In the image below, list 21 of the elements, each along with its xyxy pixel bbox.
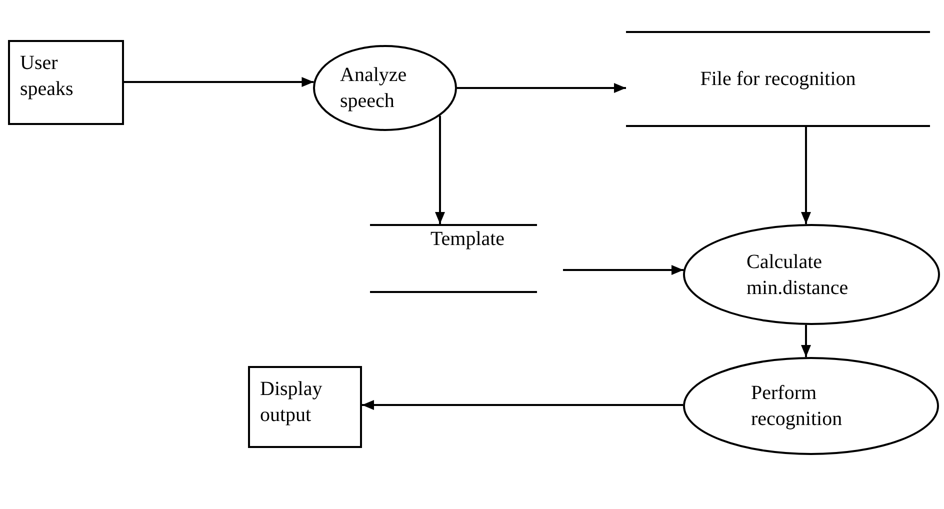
- node-label: Calculate min.distance: [746, 250, 850, 300]
- process-ellipse: [313, 45, 457, 131]
- node-label: Template: [430, 227, 505, 252]
- arrow: [801, 324, 811, 358]
- node-label: User speaks: [20, 51, 74, 102]
- arrow: [362, 400, 684, 410]
- arrow: [124, 77, 314, 87]
- arrow: [457, 83, 626, 93]
- node-label: Analyze speech: [340, 63, 408, 114]
- process-box: [248, 366, 362, 448]
- node-label: Display output: [260, 377, 324, 428]
- node-label: Perform recognition: [751, 381, 844, 432]
- node-label: File for recognition: [700, 67, 856, 92]
- arrow: [563, 265, 684, 275]
- arrow: [435, 116, 445, 224]
- process-ellipse: [683, 357, 939, 455]
- arrow: [801, 127, 811, 224]
- data-store: [370, 224, 537, 293]
- data-store: [626, 31, 930, 127]
- process-box: [8, 40, 124, 125]
- process-ellipse: [683, 224, 940, 325]
